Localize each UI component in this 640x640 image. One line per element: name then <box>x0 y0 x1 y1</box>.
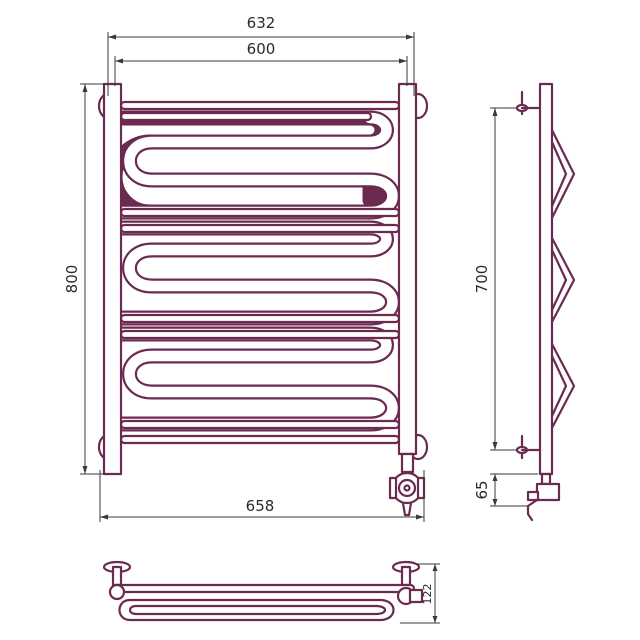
dimension-label-800: 800 <box>63 265 81 294</box>
dimension-label-65: 65 <box>473 480 491 499</box>
side-view: 700 65 <box>473 82 576 522</box>
top-view: 122 <box>102 560 440 624</box>
dimension-label-600: 600 <box>247 40 276 58</box>
dimension-label-122: 122 <box>421 584 434 605</box>
dimension-total-height: 800 <box>63 83 104 475</box>
dimension-depth: 122 <box>400 563 440 624</box>
dimension-outer-width: 632 <box>107 14 415 96</box>
dimension-label-658: 658 <box>246 497 275 515</box>
side-wall-mounts <box>515 90 542 460</box>
dimension-total-width: 658 <box>99 470 425 522</box>
side-loops <box>550 128 576 430</box>
dimension-label-700: 700 <box>473 265 491 294</box>
side-heater <box>526 472 561 522</box>
top-rails <box>108 583 424 622</box>
dimension-connection-offset: 65 <box>473 473 538 507</box>
dimension-label-632: 632 <box>247 14 276 32</box>
dimension-mount-height: 700 <box>473 107 516 451</box>
vertical-posts <box>102 82 418 476</box>
serpentine-pipe <box>107 110 400 432</box>
front-view: 632 600 800 658 <box>63 14 429 522</box>
heating-element <box>388 452 426 517</box>
side-post <box>538 82 554 476</box>
top-wall-mounts <box>102 560 421 587</box>
dimension-inner-width: 600 <box>114 40 408 86</box>
